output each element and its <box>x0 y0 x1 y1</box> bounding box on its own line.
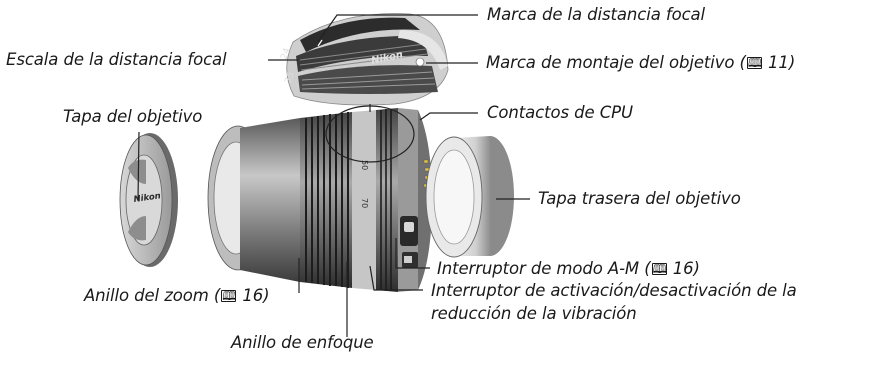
lens-cap-brand: Nikon <box>133 191 161 205</box>
scale-mark-1: 35 <box>283 71 296 85</box>
label-focal-length-scale: Escala de la distancia focal <box>6 50 227 70</box>
label-focal-length-mark-text: Marca de la distancia focal <box>487 5 706 24</box>
leader-lines <box>137 14 530 337</box>
label-focal-length-scale-text: Escala de la distancia focal <box>6 50 227 69</box>
label-vr-switch: Interruptor de activación/desactivación … <box>431 281 797 324</box>
label-focal-length-mark: Marca de la distancia focal <box>487 5 705 25</box>
lens-body-illustration: 50 70 <box>207 105 432 292</box>
label-rear-cap-text: Tapa trasera del objetivo <box>538 189 741 208</box>
label-mounting-mark: Marca de montaje del objetivo (🕮 11) <box>486 53 796 72</box>
zoom-mark-70: 70 <box>360 198 369 208</box>
label-zoom-ring: Anillo del zoom (🕮 16) <box>84 286 270 305</box>
book-icon: 🕮 <box>221 289 237 303</box>
label-vr-switch-line2: reducción de la vibración <box>431 304 637 323</box>
label-am-switch-page: 16 <box>672 259 694 278</box>
label-vr-switch-line1: Interruptor de activación/desactivación … <box>431 281 797 300</box>
label-am-switch-text: Interruptor de modo A-M ( <box>437 259 651 278</box>
label-mounting-mark-page: 11 <box>768 53 789 72</box>
label-cpu-contacts: Contactos de CPU <box>487 103 633 123</box>
label-rear-cap: Tapa trasera del objetivo <box>538 189 741 209</box>
label-cpu-contacts-text: Contactos de CPU <box>487 103 633 122</box>
label-lens-cap: Tapa del objetivo <box>63 107 202 127</box>
label-zoom-ring-page: 16 <box>242 286 264 305</box>
label-focus-ring: Anillo de enfoque <box>231 333 374 353</box>
label-mounting-mark-text: Marca de montaje del objetivo ( <box>486 53 746 72</box>
book-icon: 🕮 <box>651 262 667 276</box>
lens-cap-illustration: Nikon <box>119 133 178 267</box>
label-focus-ring-text: Anillo de enfoque <box>231 333 374 352</box>
focal-scale-detail: Nikon 24 35 <box>279 13 449 106</box>
rear-cap-illustration <box>425 136 514 258</box>
book-icon: 🕮 <box>746 56 762 70</box>
label-am-switch: Interruptor de modo A-M (🕮 16) <box>437 259 700 278</box>
zoom-mark-50: 50 <box>360 160 369 170</box>
label-lens-cap-text: Tapa del objetivo <box>63 107 203 126</box>
label-zoom-ring-text: Anillo del zoom ( <box>84 286 221 305</box>
scale-mark-0: 24 <box>279 47 292 61</box>
